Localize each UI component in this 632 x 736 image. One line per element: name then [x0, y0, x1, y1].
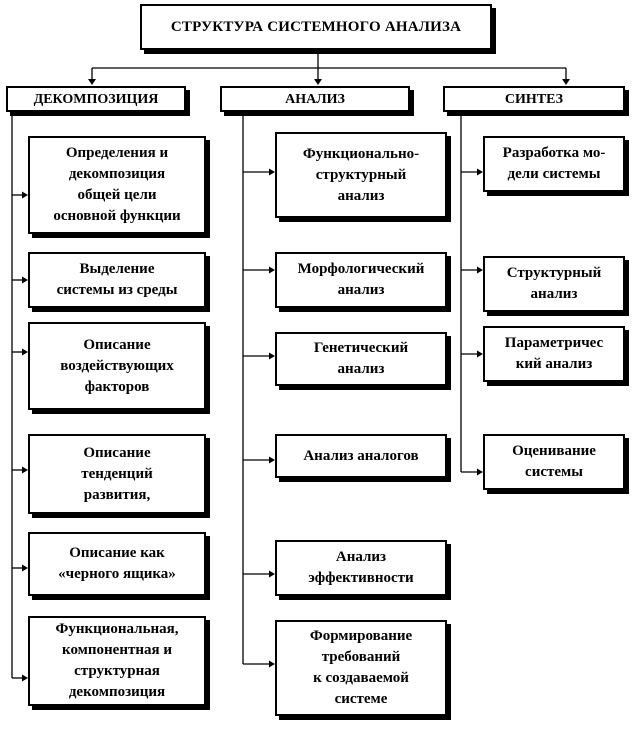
- analysis-item-genetic: Генетический анализ: [275, 332, 447, 386]
- arrow-decomposition-item-5: [22, 674, 28, 682]
- synthesis-item-structural: Структурный анализ: [483, 256, 625, 312]
- header-decomposition: ДЕКОМПОЗИЦИЯ: [6, 86, 186, 112]
- decomposition-item-black-box: Описание как «черного ящика»: [28, 532, 206, 596]
- synthesis-item-parametric: Параметричес кий анализ: [483, 326, 625, 382]
- arrow-analysis-item-2: [269, 352, 275, 360]
- decomposition-item-environment: Выделение системы из среды: [28, 252, 206, 308]
- synthesis-item-model: Разработка мо- дели системы: [483, 136, 625, 192]
- diagram-title: СТРУКТУРА СИСТЕМНОГО АНАЛИЗА: [140, 4, 492, 50]
- arrow-analysis-item-5: [269, 660, 275, 668]
- arrow-analysis-item-0: [269, 168, 275, 176]
- arrow-decomposition-item-3: [22, 466, 28, 474]
- arrow-decomposition-item-4: [22, 564, 28, 572]
- decomposition-item-goal: Определения и декомпозиция общей цели ос…: [28, 136, 206, 234]
- arrow-analysis-item-4: [269, 570, 275, 578]
- synthesis-item-evaluation: Оценивание системы: [483, 434, 625, 490]
- decomposition-item-structural: Функциональная, компонентная и структурн…: [28, 616, 206, 706]
- analysis-item-morphological: Морфологический анализ: [275, 252, 447, 308]
- arrow-decomposition-item-1: [22, 276, 28, 284]
- analysis-item-efficiency: Анализ эффективности: [275, 540, 447, 596]
- analysis-item-analogues: Анализ аналогов: [275, 434, 447, 478]
- arrow-synthesis-item-1: [477, 266, 483, 274]
- arrow-synthesis-item-3: [477, 468, 483, 476]
- arrow-analysis-item-3: [269, 456, 275, 464]
- arrow-to-synthesis: [562, 79, 570, 85]
- arrow-synthesis-item-2: [477, 350, 483, 358]
- arrow-analysis-item-1: [269, 266, 275, 274]
- arrow-decomposition-item-2: [22, 348, 28, 356]
- decomposition-item-factors: Описание воздействующих факторов: [28, 322, 206, 410]
- decomposition-item-trends: Описание тенденций развития,: [28, 434, 206, 514]
- header-analysis: АНАЛИЗ: [220, 86, 410, 112]
- analysis-item-functional: Функционально- структурный анализ: [275, 132, 447, 218]
- arrow-synthesis-item-0: [477, 168, 483, 176]
- arrow-to-decomposition: [88, 79, 96, 85]
- arrow-decomposition-item-0: [22, 191, 28, 199]
- arrow-to-analysis: [314, 79, 322, 85]
- analysis-item-requirements: Формирование требований к создаваемой си…: [275, 620, 447, 716]
- header-synthesis: СИНТЕЗ: [443, 86, 625, 112]
